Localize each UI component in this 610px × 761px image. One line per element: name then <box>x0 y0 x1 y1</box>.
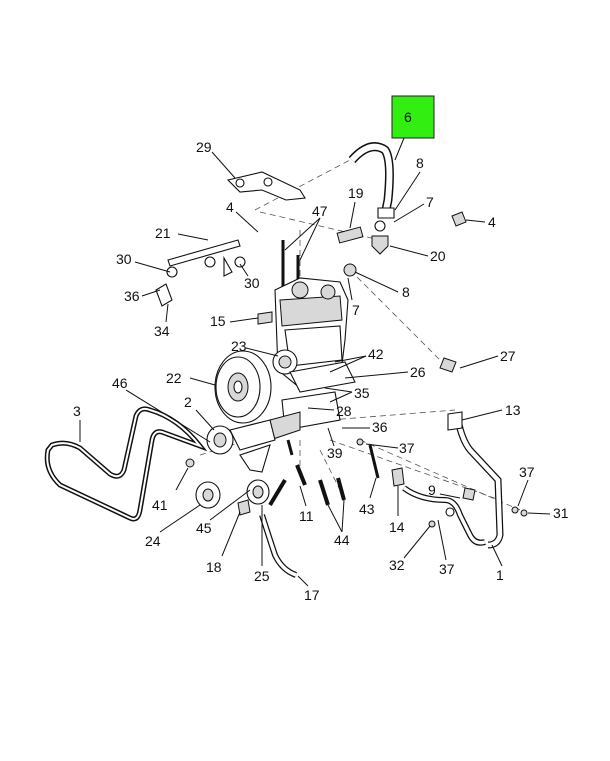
callout-label: 37 <box>439 561 455 577</box>
callout-label: 18 <box>206 559 222 575</box>
callout-label: 43 <box>359 501 375 517</box>
callout-label: 17 <box>304 587 320 603</box>
callout-label: 32 <box>389 557 405 573</box>
callout-label: 28 <box>336 403 352 419</box>
fitting <box>257 311 273 325</box>
callout-label: 13 <box>505 402 521 418</box>
gasket <box>289 361 356 393</box>
callout-labels: 29 8 7 19 4 47 4 21 20 30 30 8 36 7 34 1… <box>73 139 569 603</box>
callout-label: 15 <box>210 313 226 329</box>
callout-label: 4 <box>488 214 496 230</box>
callout-label: 7 <box>352 302 360 318</box>
callout-label: 25 <box>254 568 270 584</box>
callout-label: 41 <box>152 497 168 513</box>
fitting <box>237 499 251 516</box>
callout-label: 8 <box>416 155 424 171</box>
callout-label: 30 <box>244 275 260 291</box>
callout-label: 44 <box>334 532 350 548</box>
fitting <box>439 357 457 373</box>
callout-label: 22 <box>166 370 182 386</box>
throttle-linkage <box>155 239 246 307</box>
callout-label: 27 <box>500 348 516 364</box>
callout-label: 37 <box>519 464 535 480</box>
callout-label: 31 <box>553 505 569 521</box>
elbow-fitting <box>371 235 389 255</box>
callout-label: 23 <box>231 338 247 354</box>
coolant-tube <box>447 411 504 549</box>
return-tube <box>402 485 486 546</box>
callout-label: 47 <box>312 203 328 219</box>
callout-label: 14 <box>389 519 405 535</box>
callout-label: 46 <box>112 375 128 391</box>
callout-label: 1 <box>496 567 504 583</box>
drive-belt <box>44 406 208 522</box>
callout-label: 36 <box>372 419 388 435</box>
callout-label: 34 <box>154 323 170 339</box>
callout-label: 37 <box>399 440 415 456</box>
callout-label: 21 <box>155 225 171 241</box>
callout-label: 4 <box>226 199 234 215</box>
callout-label: 20 <box>430 248 446 264</box>
callout-label: 36 <box>124 288 140 304</box>
callout-label: 11 <box>299 508 314 524</box>
belt-tensioner <box>206 419 276 473</box>
highlighted-part-label: 6 <box>404 109 412 125</box>
callout-label: 9 <box>428 482 436 498</box>
fitting <box>391 467 405 487</box>
compressor-pulley <box>214 350 272 424</box>
coolant-hose <box>259 514 298 578</box>
callout-label: 8 <box>402 284 410 300</box>
callout-label: 39 <box>327 445 343 461</box>
connector-tube <box>336 226 364 244</box>
bolt <box>185 458 195 468</box>
bolt <box>451 211 467 227</box>
callout-label: 29 <box>196 139 212 155</box>
callout-label: 26 <box>410 364 426 380</box>
callout-label: 30 <box>116 251 132 267</box>
callout-label: 42 <box>368 346 384 362</box>
callout-label: 3 <box>73 403 81 419</box>
callout-label: 7 <box>426 194 434 210</box>
callout-label: 24 <box>145 533 161 549</box>
callout-label: 45 <box>196 520 212 536</box>
callout-label: 2 <box>184 394 192 410</box>
callout-label: 19 <box>348 185 364 201</box>
idler-pulley <box>195 479 270 509</box>
callout-label: 35 <box>354 385 370 401</box>
mounting-studs <box>286 439 346 506</box>
air-compressor <box>272 263 357 389</box>
highlighted-part-marker: 6 <box>391 95 435 139</box>
long-bolt <box>368 444 380 479</box>
